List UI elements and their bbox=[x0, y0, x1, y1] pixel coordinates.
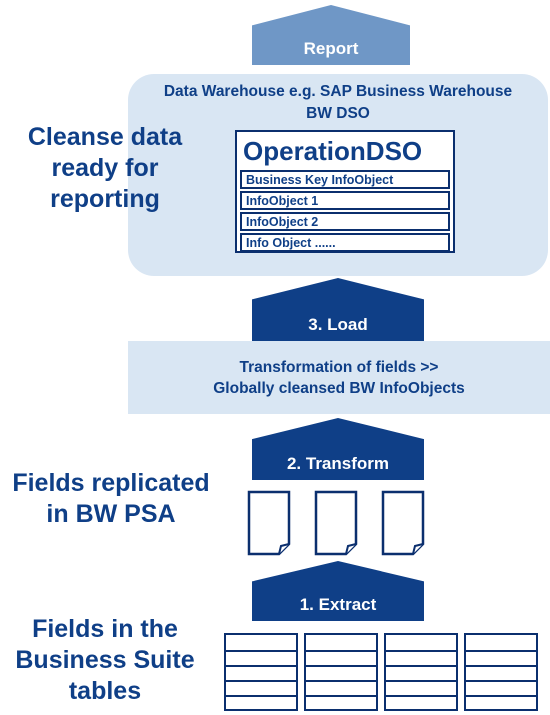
transformation-line-1: Transformation of fields >> bbox=[239, 359, 439, 376]
business-suite-label: Fields in the Business Suite tables bbox=[0, 614, 210, 707]
table-icon bbox=[224, 633, 298, 711]
report-label: Report bbox=[303, 39, 359, 58]
load-arrow: 3. Load bbox=[252, 278, 424, 341]
replicated-label-line: in BW PSA bbox=[46, 500, 176, 528]
transformation-line-2: Globally cleansed BW InfoObjects bbox=[213, 380, 465, 397]
cleanse-label-line: reporting bbox=[50, 185, 160, 213]
dso-table-title: OperationDSO bbox=[243, 136, 423, 166]
table-icon bbox=[384, 633, 458, 711]
replicated-label-line: Fields replicated bbox=[12, 469, 210, 497]
document-icon bbox=[314, 490, 358, 556]
dso-row: Info Object ...... bbox=[240, 233, 450, 252]
report-arrow: Report bbox=[252, 5, 410, 65]
table-icon bbox=[464, 633, 538, 711]
dso-row: InfoObject 2 bbox=[240, 212, 450, 231]
cleanse-label: Cleanse data ready for reporting bbox=[0, 122, 210, 215]
replicated-label: Fields replicated in BW PSA bbox=[0, 468, 222, 530]
transform-label: 2. Transform bbox=[286, 454, 390, 473]
data-warehouse-title: Data Warehouse e.g. SAP Business Warehou… bbox=[163, 83, 513, 100]
cleanse-label-line: Cleanse data bbox=[27, 123, 183, 151]
table-icon bbox=[304, 633, 378, 711]
document-icon bbox=[381, 490, 425, 556]
data-warehouse-subtitle: BW DSO bbox=[306, 105, 370, 122]
document-icon bbox=[247, 490, 291, 556]
business-suite-label-line: tables bbox=[68, 677, 142, 705]
dso-row: InfoObject 1 bbox=[240, 191, 450, 210]
business-suite-label-line: Business Suite bbox=[15, 646, 195, 674]
business-suite-label-line: Fields in the bbox=[32, 615, 178, 643]
transformation-band bbox=[128, 341, 550, 414]
operation-dso-table: OperationDSO Business Key InfoObject Inf… bbox=[235, 130, 455, 253]
cleanse-label-line: ready for bbox=[51, 154, 159, 182]
transform-arrow: 2. Transform bbox=[252, 418, 424, 480]
load-label: 3. Load bbox=[308, 315, 368, 334]
extract-arrow: 1. Extract bbox=[252, 561, 424, 621]
dso-row: Business Key InfoObject bbox=[240, 170, 450, 189]
extract-label: 1. Extract bbox=[299, 595, 377, 614]
